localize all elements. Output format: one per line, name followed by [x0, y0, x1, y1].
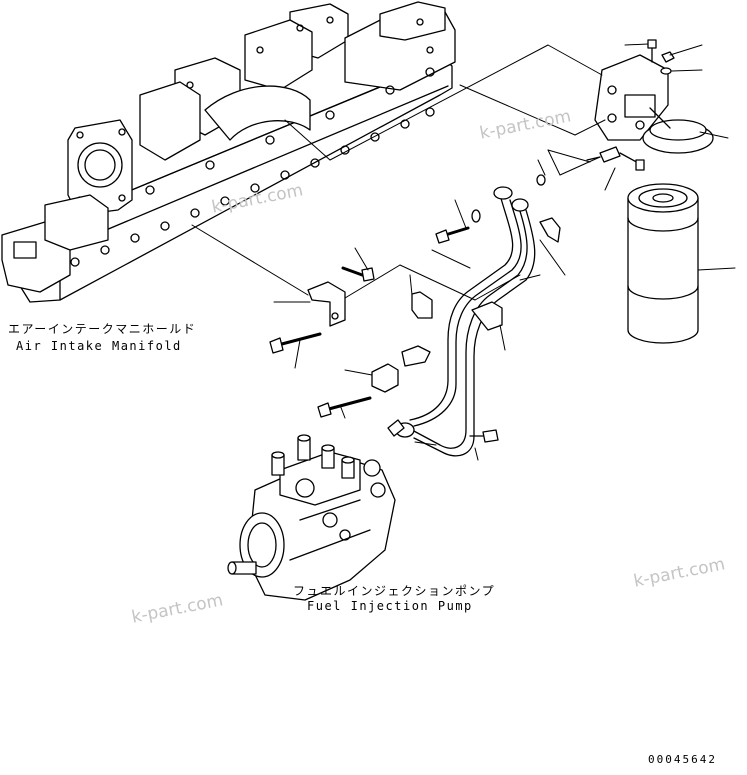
bolts — [269, 174, 546, 418]
air-intake-manifold — [1, 1, 456, 303]
fuel-filter-head — [594, 54, 714, 154]
leader-lines — [191, 43, 736, 461]
fuel-injection-pump — [227, 434, 396, 601]
drawing-number: 00045642 — [648, 753, 717, 766]
air-intake-manifold-label-jp: エアーインテークマニホールド — [8, 322, 197, 336]
manifold-bolt-holes — [70, 16, 435, 267]
filter-head-hardware — [586, 39, 675, 171]
fuel-filter-cartridge — [627, 183, 699, 344]
air-intake-manifold-label-en: Air Intake Manifold — [16, 339, 182, 353]
fuel-injection-pump-label-en: Fuel Injection Pump — [307, 599, 473, 613]
fuel-pipes — [387, 186, 536, 457]
pipe-clamps — [307, 217, 561, 393]
fuel-injection-pump-label-jp: フュエルインジェクションポンプ — [293, 584, 496, 598]
